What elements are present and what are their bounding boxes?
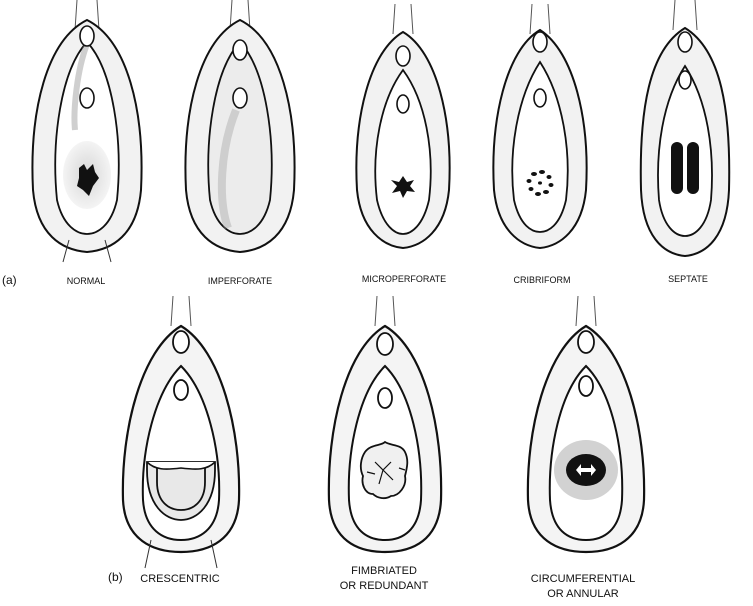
diagram-cribriform xyxy=(492,3,588,250)
label-crescentric: CRESCENTRIC xyxy=(140,573,220,585)
septate-opening-right xyxy=(687,142,699,194)
normal-opening xyxy=(77,164,99,196)
cribriform-openings xyxy=(526,170,554,196)
panel-a: (a) xyxy=(2,0,731,287)
panel-b-marker: (b) xyxy=(108,570,123,584)
diagram-fimbriated xyxy=(327,295,443,554)
label-annular-line2: OR ANNULAR xyxy=(547,588,619,600)
label-imperforate: IMPERFORATE xyxy=(208,276,272,286)
microperforate-opening xyxy=(391,176,415,198)
crescentric-membrane xyxy=(146,461,216,521)
diagram-septate xyxy=(639,0,731,258)
panel-a-marker: (a) xyxy=(2,273,17,287)
diagram-imperforate xyxy=(184,0,296,254)
septate-opening-left xyxy=(671,142,683,194)
label-microperforate: MICROPERFORATE xyxy=(362,274,446,284)
diagram-normal xyxy=(31,0,143,263)
label-annular-line1: CIRCUMFERENTIAL xyxy=(531,573,636,585)
label-normal: NORMAL xyxy=(67,276,106,286)
diagram-microperforate xyxy=(355,3,451,250)
label-fimbriated-line2: OR REDUNDANT xyxy=(340,580,429,592)
label-septate: SEPTATE xyxy=(668,274,708,284)
label-cribriform: CRIBRIFORM xyxy=(514,275,571,285)
label-fimbriated-line1: FIMBRIATED xyxy=(351,565,417,577)
diagram-annular xyxy=(526,295,646,554)
fimbriated-membrane xyxy=(359,440,409,500)
panel-b: (b) xyxy=(108,295,646,600)
diagram-crescentric xyxy=(121,295,241,569)
